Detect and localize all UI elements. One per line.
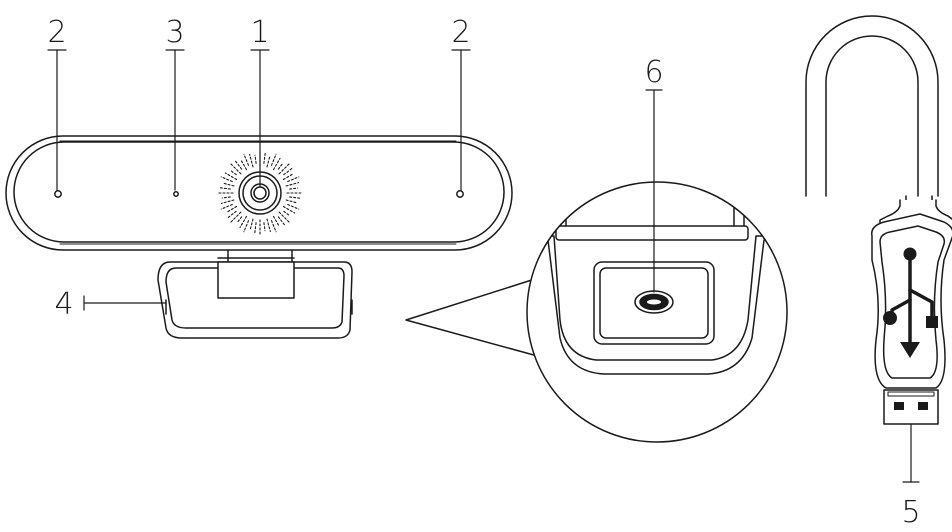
port-detail-zoom (405, 89, 788, 443)
callout-label-port: 6 (644, 55, 663, 90)
webcam-base-clip (157, 261, 353, 339)
callout-label-usb: 5 (901, 495, 920, 530)
webcam-body-face (13, 141, 505, 243)
usb-plug (883, 389, 939, 425)
zoom-pointer (405, 277, 553, 361)
usb-trident-icon (883, 247, 938, 358)
usb-connector-body (871, 213, 952, 389)
callout-label-mic-right: 2 (451, 15, 470, 50)
mic-right-dot (456, 190, 464, 198)
callout-label-indicator: 3 (165, 15, 184, 50)
callout-label-mic-left: 2 (47, 15, 66, 50)
lens (217, 150, 303, 236)
usb-cable (805, 15, 952, 483)
webcam-leaders (47, 49, 471, 311)
webcam-base-plate (217, 261, 295, 299)
webcam (5, 135, 513, 339)
callout-label-base: 4 (54, 287, 73, 322)
indicator-dot (173, 191, 179, 197)
callout-label-lens: 1 (250, 15, 269, 50)
lens-ray-ring (217, 150, 303, 236)
mic-left-dot (54, 190, 62, 198)
webcam-body (5, 135, 513, 251)
webcam-base-clip-inner (165, 267, 345, 329)
